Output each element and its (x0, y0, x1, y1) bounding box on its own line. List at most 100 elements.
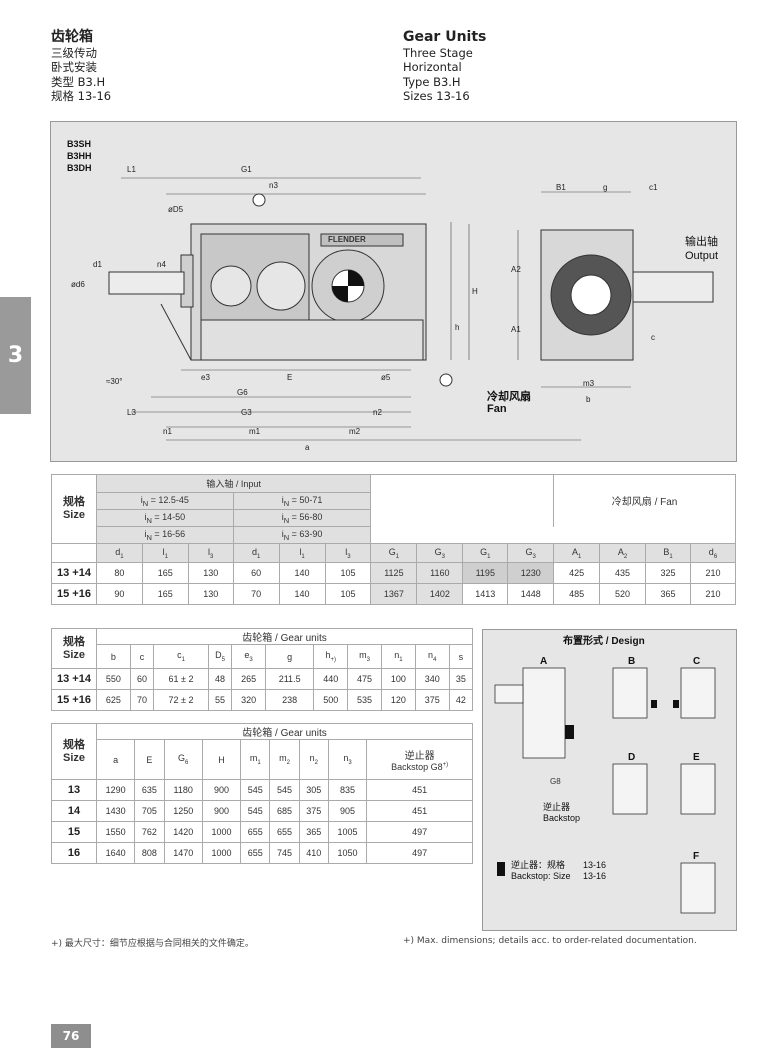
dim-label: n3 (269, 181, 278, 190)
column-header: G6 (163, 739, 203, 780)
value-cell: 625 (96, 689, 131, 711)
dim-label: ≈30° (106, 377, 123, 386)
dim-label: A1 (511, 325, 521, 334)
group-header: 齿轮箱 / Gear units (96, 628, 473, 645)
value-cell: 451 (366, 779, 473, 801)
value-cell: 70 (129, 689, 155, 711)
dim-label: m2 (349, 427, 361, 436)
value-cell: 1195 (462, 562, 509, 584)
value-cell: 655 (269, 821, 300, 843)
size-cell: 15 +16 (51, 689, 97, 711)
value-cell: 320 (231, 689, 267, 711)
ratio-range: iN = 56-80 (232, 509, 372, 527)
value-cell: 140 (278, 583, 326, 605)
value-cell: 325 (645, 562, 691, 584)
value-cell: 211.5 (265, 668, 315, 690)
group-header: 齿轮箱 / Gear units (96, 723, 473, 740)
design-label: A (540, 656, 547, 667)
value-cell: 365 (298, 821, 329, 843)
input-header: 输入轴 / Input (95, 474, 372, 493)
line: 卧式安装 (51, 60, 97, 74)
line: Type B3.H (403, 74, 461, 89)
dim-label: c1 (649, 183, 658, 192)
value-cell: 497 (366, 821, 473, 843)
shaft-center-mark (332, 270, 364, 302)
value-cell: 1402 (416, 583, 464, 605)
column-header: h+) (313, 644, 349, 669)
value-cell: 435 (599, 562, 647, 584)
chapter-tab: 3 (0, 297, 31, 414)
value-cell: 1470 (163, 842, 203, 864)
value-cell: 70 (232, 583, 280, 605)
size-cell: 13 +14 (51, 668, 97, 690)
value-cell: 305 (298, 779, 329, 801)
line: 三级传动 (51, 45, 97, 60)
value-cell: 35 (448, 668, 474, 690)
value-cell: 1050 (327, 842, 368, 864)
size-cell: 13 (51, 779, 97, 801)
column-header: d1 (95, 543, 143, 563)
design-f-unit (680, 862, 716, 914)
column-header: l1 (278, 543, 326, 563)
design-e-unit (680, 763, 716, 815)
column-header: E (134, 739, 165, 780)
value-cell: 410 (298, 842, 329, 864)
value-cell: 835 (327, 779, 368, 801)
value-cell: 545 (269, 779, 300, 801)
value-cell: 545 (240, 800, 271, 822)
value-cell: 265 (231, 668, 267, 690)
column-header: b (96, 644, 131, 669)
backstop-cn: 逆止器 (543, 801, 570, 812)
header-right: Gear Units Three Stage Horizontal Type B… (403, 30, 486, 104)
design-label: B (628, 656, 635, 667)
dim-label: h (455, 323, 459, 332)
value-cell: 451 (366, 800, 473, 822)
dim-label: n4 (157, 260, 166, 269)
footnote-cn: +) 最大尺寸：细节应根据与合同相关的文件确定。 (51, 939, 254, 949)
value-cell: 635 (134, 779, 165, 801)
line: Sizes 13-16 (403, 89, 470, 103)
column-header: G3 (416, 543, 464, 563)
type-label: B3DH (67, 163, 92, 173)
gear-unit-drawing: B3SH B3HH B3DH FLENDER L1 G1 n3 øD5 d1 ø… (67, 139, 718, 452)
value-cell: 1230 (507, 562, 555, 584)
dim-label: øD5 (168, 205, 184, 214)
value-cell: 1640 (95, 842, 136, 864)
value-cell: 905 (327, 800, 368, 822)
dim-label: G1 (241, 165, 252, 174)
value-cell: 105 (324, 583, 372, 605)
value-cell: 655 (240, 821, 271, 843)
value-cell: 1550 (95, 821, 136, 843)
value-cell: 1448 (507, 583, 555, 605)
value-cell: 210 (689, 562, 737, 584)
design-title: 布置形式 / Design (563, 634, 645, 647)
size-cell: 15 (51, 821, 97, 843)
value-cell: 100 (380, 668, 416, 690)
size-cell: 15 +16 (51, 583, 97, 605)
value-cell: 705 (134, 800, 165, 822)
gear-housing-front (108, 193, 453, 387)
value-cell: 745 (269, 842, 300, 864)
dim-label: E (287, 373, 292, 382)
column-header: d6 (689, 543, 737, 563)
dim-label: B1 (556, 183, 566, 192)
value-cell: 60 (232, 562, 280, 584)
line: 类型 B3.H (51, 74, 106, 89)
ratio-range: iN = 12.5-45 (95, 492, 234, 510)
column-header: d1 (232, 543, 280, 563)
value-cell: 900 (201, 779, 242, 801)
value-cell: 497 (366, 842, 473, 864)
page-number: 76 (51, 1024, 91, 1048)
dim-label: a (305, 443, 310, 452)
type-label: B3HH (67, 151, 92, 161)
dim-label: L1 (127, 165, 136, 174)
dim-label: H (472, 287, 478, 296)
